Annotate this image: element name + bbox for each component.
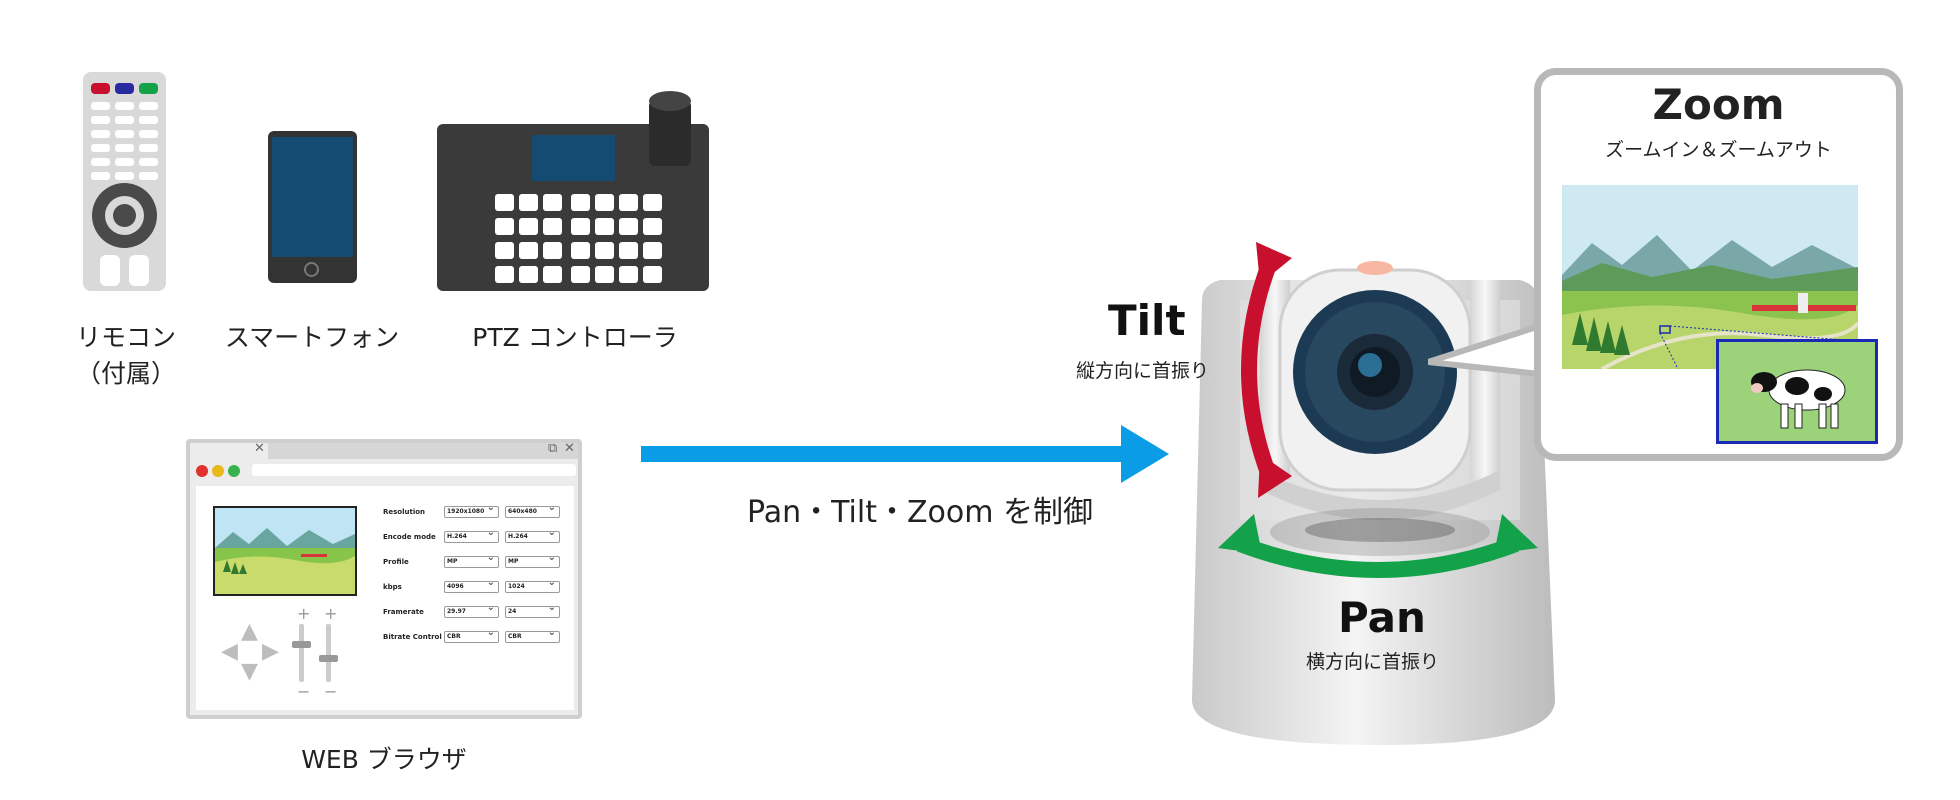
home-button-icon: [304, 262, 319, 277]
browser-tab: ✕: [190, 441, 268, 459]
remote-control-illustration: [83, 72, 166, 291]
setting-select: 29.97: [444, 603, 499, 618]
setting-select: H.264: [444, 528, 499, 543]
remote-sublabel: （付属）: [75, 359, 176, 388]
tilt-subtitle: 縦方向に首振り: [1076, 360, 1210, 382]
web-browser-label: WEB ブラウザ: [301, 745, 467, 774]
smartphone-label: スマートフォン: [224, 323, 400, 352]
ptz-camera-illustration: [1192, 261, 1555, 745]
ptz-controller-label: PTZ コントローラ: [472, 323, 678, 352]
setting-select: 640x480: [505, 503, 560, 518]
pan-left-icon: ◀: [221, 639, 238, 664]
web-browser-illustration: ✕ ⧉ ✕ ▲ ▼ ◀ ▶ + − + − Resolution: [186, 439, 582, 719]
setting-select: H.264: [505, 528, 560, 543]
setting-label: Bitrate Control: [383, 633, 442, 641]
setting-select: CBR: [505, 628, 560, 643]
focus-slider-track: [326, 624, 331, 682]
zoom-plus-icon: +: [297, 604, 311, 623]
maximize-dot-icon: [228, 465, 240, 477]
controller-display: [532, 135, 615, 181]
setting-label: kbps: [383, 583, 402, 591]
browser-tab-bar: ✕ ⧉ ✕: [190, 441, 578, 459]
setting-label: Profile: [383, 558, 409, 566]
minimize-dot-icon: [212, 465, 224, 477]
zoom-title: Zoom: [1652, 80, 1785, 129]
setting-select: 1920x1080: [444, 503, 499, 518]
focus-minus-icon: −: [324, 682, 338, 701]
zoom-slider-track: [299, 624, 304, 682]
joystick-icon: [649, 100, 691, 166]
red-key: [91, 83, 110, 94]
tilt-down-icon: ▼: [241, 659, 258, 684]
focus-slider-thumb: [319, 655, 338, 662]
window-restore-icon: ⧉: [548, 441, 558, 456]
pan-arrow-icon: [1218, 514, 1538, 578]
pan-title: Pan: [1338, 593, 1426, 642]
tilt-arrow-icon: [1241, 242, 1292, 498]
zoom-slider-thumb: [292, 641, 311, 648]
zoomed-in-inset: [1716, 339, 1878, 444]
tilt-up-icon: ▲: [241, 619, 258, 644]
tab-close-icon: ✕: [254, 441, 265, 456]
setting-select: 1024: [505, 578, 560, 593]
tilt-title: Tilt: [1108, 296, 1186, 345]
address-bar: [252, 464, 576, 476]
zoom-subtitle: ズームイン＆ズームアウト: [1605, 139, 1832, 161]
close-dot-icon: [196, 465, 208, 477]
pan-right-icon: ▶: [262, 639, 279, 664]
zoom-callout-pointer: [1428, 321, 1543, 378]
cow-icon: [1719, 342, 1875, 441]
zoom-minus-icon: −: [297, 682, 311, 701]
window-close-icon: ✕: [564, 441, 575, 456]
setting-label: Framerate: [383, 608, 424, 616]
setting-select: CBR: [444, 628, 499, 643]
blue-key: [115, 83, 134, 94]
remote-label: リモコン: [75, 323, 176, 352]
camera-web-ui: ▲ ▼ ◀ ▶ + − + − Resolution 1920x1080 640…: [196, 486, 574, 710]
setting-select: MP: [444, 553, 499, 568]
pan-subtitle: 横方向に首振り: [1306, 651, 1440, 673]
joystick-top: [649, 91, 691, 111]
video-preview: [213, 506, 357, 596]
setting-label: Resolution: [383, 508, 426, 516]
focus-plus-icon: +: [324, 604, 338, 623]
control-arrow-shaft: [641, 446, 1136, 462]
dpad-icon: [92, 183, 157, 248]
control-arrow-head-icon: [1121, 425, 1169, 483]
setting-select: MP: [505, 553, 560, 568]
green-key: [139, 83, 158, 94]
control-arrow-label: Pan・Tilt・Zoom を制御: [747, 495, 1093, 530]
setting-select: 4096: [444, 578, 499, 593]
setting-select: 24: [505, 603, 560, 618]
setting-label: Encode mode: [383, 533, 436, 541]
smartphone-illustration: [268, 131, 357, 283]
